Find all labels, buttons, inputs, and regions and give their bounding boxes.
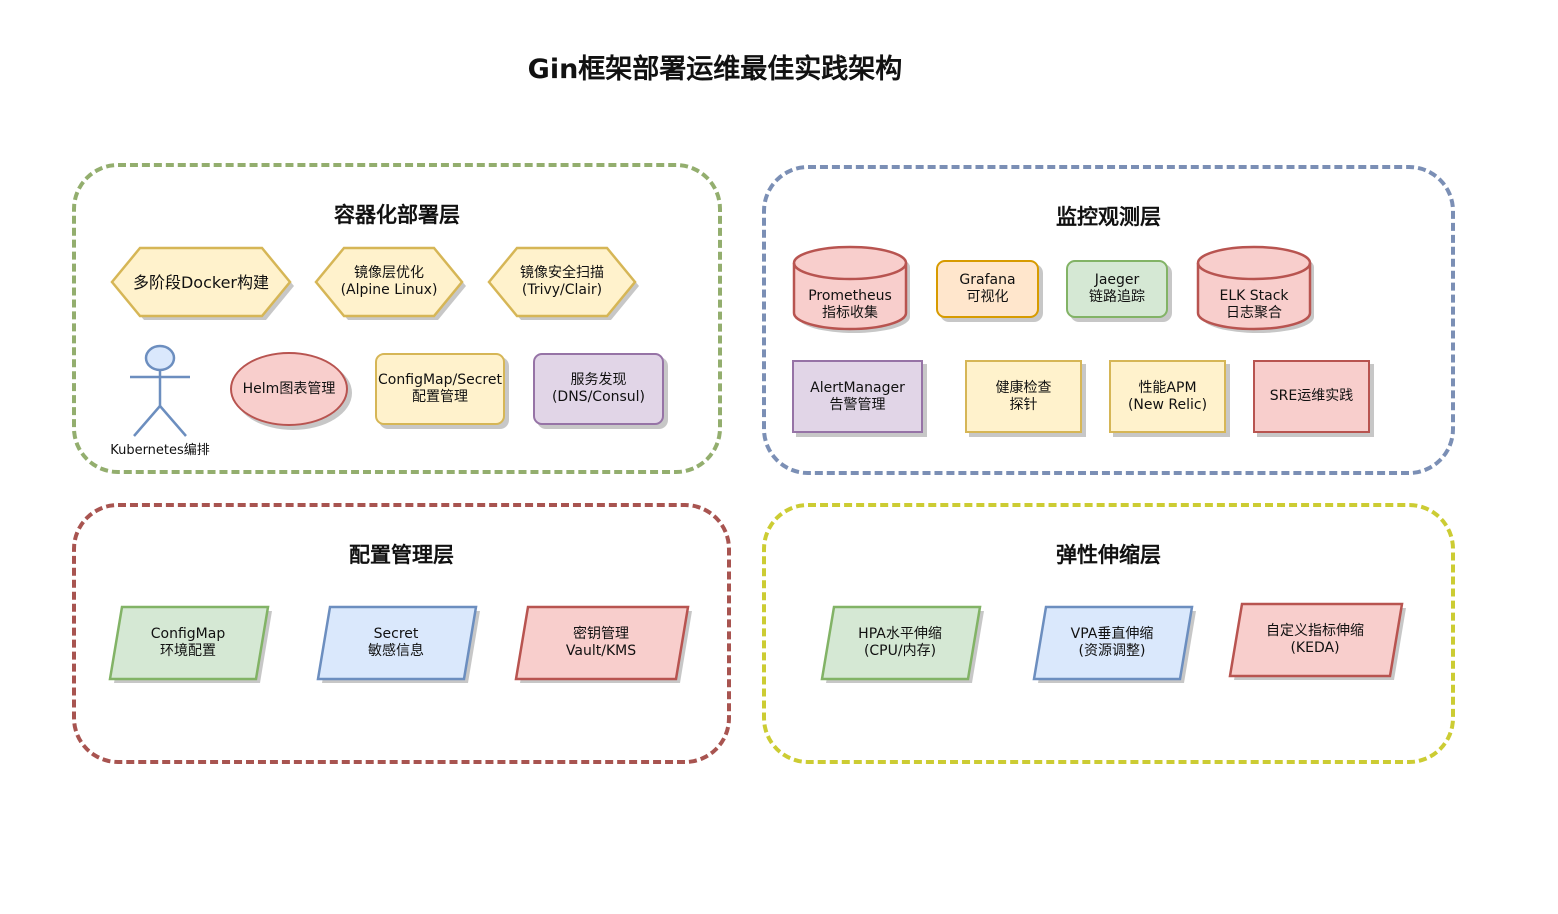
kubernetes-actor-label: Kubernetes编排 [110,442,210,458]
alertmanager-node[interactable]: AlertManager 告警管理 [792,360,923,433]
hpa-node[interactable]: HPA水平伸缩 (CPU/内存) [858,626,942,659]
prometheus-node[interactable]: Prometheus 指标收集 [808,288,892,321]
secret-node[interactable]: Secret 敏感信息 [368,626,424,659]
hex-image-scan[interactable]: 镜像安全扫描 (Trivy/Clair) [520,265,604,298]
service-discovery-node[interactable]: 服务发现 (DNS/Consul) [533,353,664,425]
grafana-node[interactable]: Grafana 可视化 [936,260,1039,318]
hpa-parallelogram-shape [820,605,984,683]
health-check-node[interactable]: 健康检查 探针 [965,360,1082,433]
hex-image-layer[interactable]: 镜像层优化 (Alpine Linux) [340,265,438,298]
monitor-layer-title: 监控观测层 [1056,205,1161,229]
jaeger-node[interactable]: Jaeger 链路追踪 [1066,260,1168,318]
configmap-secret-node[interactable]: ConfigMap/Secret 配置管理 [375,353,505,425]
kubernetes-actor-icon[interactable] [128,344,194,444]
diagram-title: Gin框架部署运维最佳实践架构 [527,54,903,85]
apm-node[interactable]: 性能APM (New Relic) [1109,360,1226,433]
config-layer-group: 配置管理层 [72,503,731,764]
prometheus-cylinder-shape [792,245,910,333]
vault-node[interactable]: 密钥管理 Vault/KMS [565,626,637,659]
elk-cylinder-shape [1196,245,1314,333]
vpa-parallelogram-shape [1032,605,1196,683]
vault-parallelogram-shape [514,605,692,683]
hex-image-scan-shape [487,246,639,320]
hex-docker-build[interactable]: 多阶段Docker构建 [132,272,270,292]
container-layer-title: 容器化部署层 [334,203,460,227]
scaling-layer-group: 弹性伸缩层 [762,503,1455,764]
configmap-parallelogram-shape [108,605,272,683]
helm-chart-node[interactable]: Helm图表管理 [230,352,348,426]
sre-practice-node[interactable]: SRE运维实践 [1253,360,1370,433]
hex-docker-build-shape [110,246,294,320]
container-layer-group: 容器化部署层 [72,163,722,474]
keda-node[interactable]: 自定义指标伸缩 (KEDA) [1266,623,1364,656]
elk-stack-node[interactable]: ELK Stack 日志聚合 [1219,288,1289,321]
keda-parallelogram-shape [1228,602,1406,680]
vpa-node[interactable]: VPA垂直伸缩 (资源调整) [1070,626,1154,659]
configmap-node[interactable]: ConfigMap 环境配置 [150,626,226,659]
scaling-layer-title: 弹性伸缩层 [1056,543,1161,567]
monitor-layer-group: 监控观测层 [762,165,1455,475]
secret-parallelogram-shape [316,605,480,683]
config-layer-title: 配置管理层 [349,543,454,567]
hex-image-layer-shape [314,246,466,320]
